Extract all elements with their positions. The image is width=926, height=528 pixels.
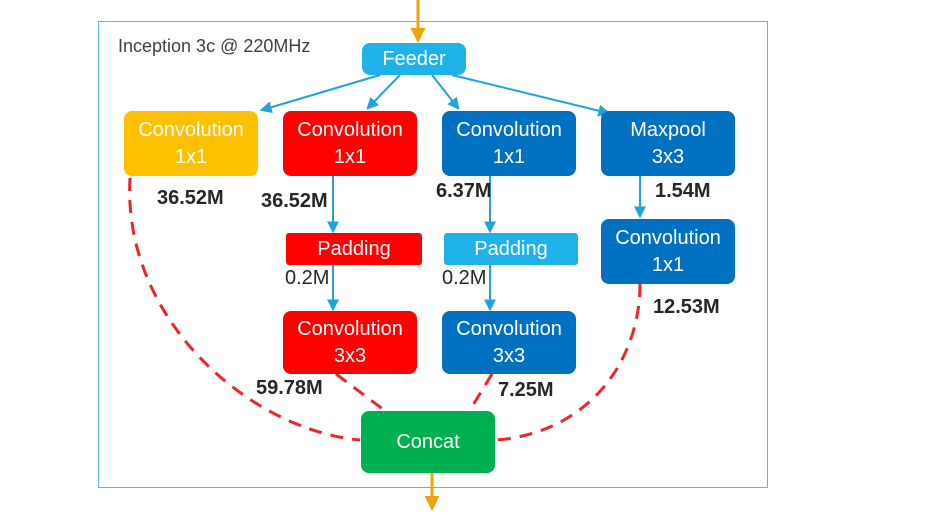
dashed-red3x3-to-concat (335, 372, 385, 412)
node-line1: Convolution (297, 317, 403, 340)
node-line1: Maxpool (630, 118, 706, 141)
padding-light-node: Padding (444, 233, 578, 265)
node-line2: 3x3 (651, 145, 685, 168)
label-padding-light-to-conv: 0.2M (442, 267, 487, 289)
concat-node: Concat (361, 411, 495, 473)
feeder-label: Feeder (382, 47, 446, 70)
maxpool-3x3-node: Maxpool 3x3 (601, 111, 735, 176)
diagram-title: Inception 3c @ 220MHz (118, 36, 311, 56)
label-red1x1-to-padding: 36.52M (261, 190, 328, 212)
node-line1: Convolution (615, 226, 721, 249)
node-line1: Convolution (456, 118, 562, 141)
node-line1: Convolution (138, 118, 244, 141)
padding-label: Padding (317, 237, 391, 260)
dashed-blue3x3-to-concat (468, 373, 494, 411)
label-yellow-to-concat: 36.52M (157, 187, 224, 209)
dashed-yellow-to-concat (128, 177, 361, 442)
conv-1x1-blue-node: Convolution 1x1 (442, 111, 576, 176)
node-line1: Convolution (297, 118, 403, 141)
node-line1: Convolution (456, 317, 562, 340)
label-red3x3-to-concat: 59.78M (256, 377, 323, 399)
node-line2: 1x1 (174, 145, 208, 168)
conv-3x3-red-node: Convolution 3x3 (283, 311, 417, 374)
dashed-poolconv-to-concat (496, 283, 642, 442)
conv-3x3-blue-node: Convolution 3x3 (442, 311, 576, 374)
label-blue1x1-to-padding: 6.37M (436, 180, 492, 202)
conv-1x1-after-pool-node: Convolution 1x1 (601, 219, 735, 284)
label-maxpool-to-conv: 1.54M (655, 180, 711, 202)
node-line2: 3x3 (333, 344, 367, 367)
arrow-feeder-to-red (366, 74, 401, 110)
label-blue3x3-to-concat: 7.25M (498, 379, 554, 401)
padding-red-node: Padding (286, 233, 422, 265)
concat-label: Concat (396, 430, 460, 453)
label-padding-red-to-conv: 0.2M (285, 267, 330, 289)
arrow-feeder-to-maxpool (451, 74, 611, 117)
arrow-feeder-to-yellow (259, 74, 381, 114)
node-line2: 1x1 (492, 145, 526, 168)
conv-1x1-yellow-node: Convolution 1x1 (124, 111, 258, 176)
node-line2: 1x1 (651, 253, 685, 276)
node-line2: 1x1 (333, 145, 367, 168)
conv-1x1-red-node: Convolution 1x1 (283, 111, 417, 176)
padding-label: Padding (474, 237, 548, 260)
feeder-node: Feeder (362, 43, 466, 75)
arrow-feeder-to-blue (431, 74, 460, 110)
label-poolconv-to-concat: 12.53M (653, 296, 720, 318)
node-line2: 3x3 (492, 344, 526, 367)
